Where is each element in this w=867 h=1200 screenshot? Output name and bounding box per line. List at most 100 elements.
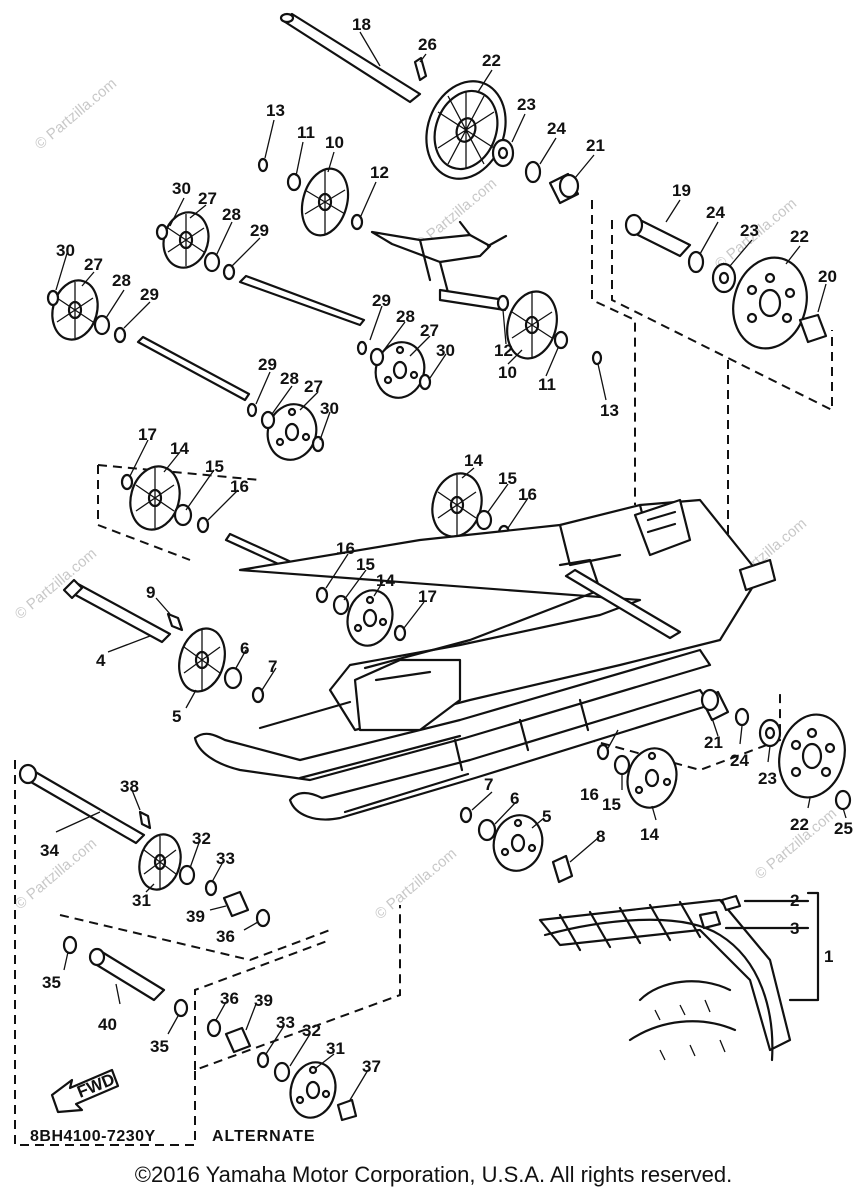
cap-30-d	[311, 435, 325, 453]
circlip-7-rear	[459, 806, 473, 824]
collar-21-upper	[548, 172, 580, 205]
part-label-1: 1	[824, 947, 833, 966]
part-label-35-b: 35	[150, 1037, 169, 1056]
part-label-25: 25	[834, 819, 853, 838]
part-label-6-b: 6	[510, 789, 519, 808]
axle-4	[62, 578, 172, 644]
dashed-outline-alternate-upper	[59, 914, 331, 962]
part-label-30-d: 30	[320, 399, 339, 418]
part-label-28-d: 28	[280, 369, 299, 388]
cap-36-lower	[206, 1018, 222, 1038]
part-label-29: 29	[250, 221, 269, 240]
part-label-15-d: 15	[602, 795, 621, 814]
axle-34	[18, 763, 146, 845]
watermark: © Partzilla.com	[12, 545, 100, 623]
part-label-16-d: 16	[580, 785, 599, 804]
watermark: © Partzilla.com	[32, 75, 120, 153]
bearing-28-a	[203, 251, 221, 273]
circlip-29-c	[356, 340, 368, 356]
track-1	[538, 898, 792, 1062]
part-label-37: 37	[362, 1057, 381, 1076]
cap-25	[834, 789, 852, 811]
cap-17-b	[393, 624, 407, 642]
part-label-15-b: 15	[498, 469, 517, 488]
bearing-23-upper	[491, 138, 515, 168]
part-label-38: 38	[120, 777, 139, 796]
bearing-15-d	[613, 754, 631, 776]
part-label-39-b: 39	[254, 991, 273, 1010]
part-label-30-b: 30	[56, 241, 75, 260]
dashed-outline-rear-axle	[611, 220, 833, 412]
part-label-4: 4	[96, 651, 106, 670]
part-label-32: 32	[192, 829, 211, 848]
nut-13-right	[591, 350, 603, 366]
part-label-2: 2	[790, 891, 799, 910]
watermark: © Partzilla.com	[372, 845, 460, 923]
cap-35-right	[173, 998, 189, 1018]
part-label-23: 23	[517, 95, 536, 114]
part-label-31-b: 31	[326, 1039, 345, 1058]
fwd-label: FWD	[74, 1070, 117, 1102]
cap-30-b	[46, 289, 60, 307]
part-label-28: 28	[222, 205, 241, 224]
part-label-7: 7	[268, 657, 277, 676]
part-label-7-b: 7	[484, 775, 493, 794]
wheel-27-c	[374, 341, 426, 399]
part-label-36-b: 36	[220, 989, 239, 1008]
collar-39-lower	[224, 1026, 252, 1054]
axle-19	[624, 213, 692, 258]
part-label-10-b: 10	[498, 363, 517, 382]
part-label-17: 17	[138, 425, 157, 444]
part-number-labels: 18 26 22 23 24 21 13 11 10 12 30 27 28 2…	[40, 15, 853, 1076]
circlip-16-d	[596, 743, 610, 761]
slide-rails	[193, 648, 712, 821]
circlip-29-d	[246, 402, 258, 418]
bearing-15-b	[475, 509, 493, 531]
part-label-28-c: 28	[396, 307, 415, 326]
cap-35-left	[62, 935, 78, 955]
shaft-18	[279, 12, 422, 104]
diagram-code: 8BH4100-7230Y	[30, 1128, 156, 1145]
bearing-23-rear	[758, 718, 782, 748]
leader-lines	[55, 31, 847, 1101]
part-label-27-b: 27	[84, 255, 103, 274]
wheel-14-d	[626, 747, 678, 809]
part-label-19: 19	[672, 181, 691, 200]
bearing-32-upper	[178, 864, 196, 886]
part-label-24-c: 24	[730, 751, 749, 770]
collar-6-rear	[477, 818, 497, 842]
part-label-10: 10	[325, 133, 344, 152]
part-label-14-d: 14	[640, 825, 659, 844]
circlip-16-c	[315, 586, 329, 604]
wheel-27-d	[266, 403, 318, 461]
circlip-29-b	[113, 326, 127, 344]
track-bracket	[724, 891, 820, 1002]
part-label-21-b: 21	[704, 733, 723, 752]
part-label-15: 15	[205, 457, 224, 476]
shaft-upper	[238, 274, 366, 327]
cap-30-a	[155, 223, 169, 241]
part-label-22-c: 22	[790, 815, 809, 834]
bearing-28-b	[93, 314, 111, 336]
shaft-40	[88, 947, 166, 1002]
part-label-27: 27	[198, 189, 217, 208]
part-label-16-c: 16	[336, 539, 355, 558]
part-label-39: 39	[186, 907, 205, 926]
part-label-9: 9	[146, 583, 155, 602]
part-label-24-b: 24	[706, 203, 725, 222]
part-label-16-b: 16	[518, 485, 537, 504]
part-label-15-c: 15	[356, 555, 375, 574]
collar-11-left	[286, 172, 302, 192]
part-label-33-b: 33	[276, 1013, 295, 1032]
alternate-label: ALTERNATE	[212, 1128, 316, 1145]
bearing-28-c	[369, 347, 385, 367]
part-label-14: 14	[170, 439, 189, 458]
dashed-outline-alternate	[14, 760, 401, 1146]
part-label-5-b: 5	[542, 807, 551, 826]
part-label-14-c: 14	[376, 571, 395, 590]
part-label-30: 30	[172, 179, 191, 198]
part-label-22-b: 22	[790, 227, 809, 246]
part-label-30-c: 30	[436, 341, 455, 360]
wheel-31-upper	[138, 833, 182, 891]
fwd-arrow: FWD	[50, 1068, 120, 1114]
